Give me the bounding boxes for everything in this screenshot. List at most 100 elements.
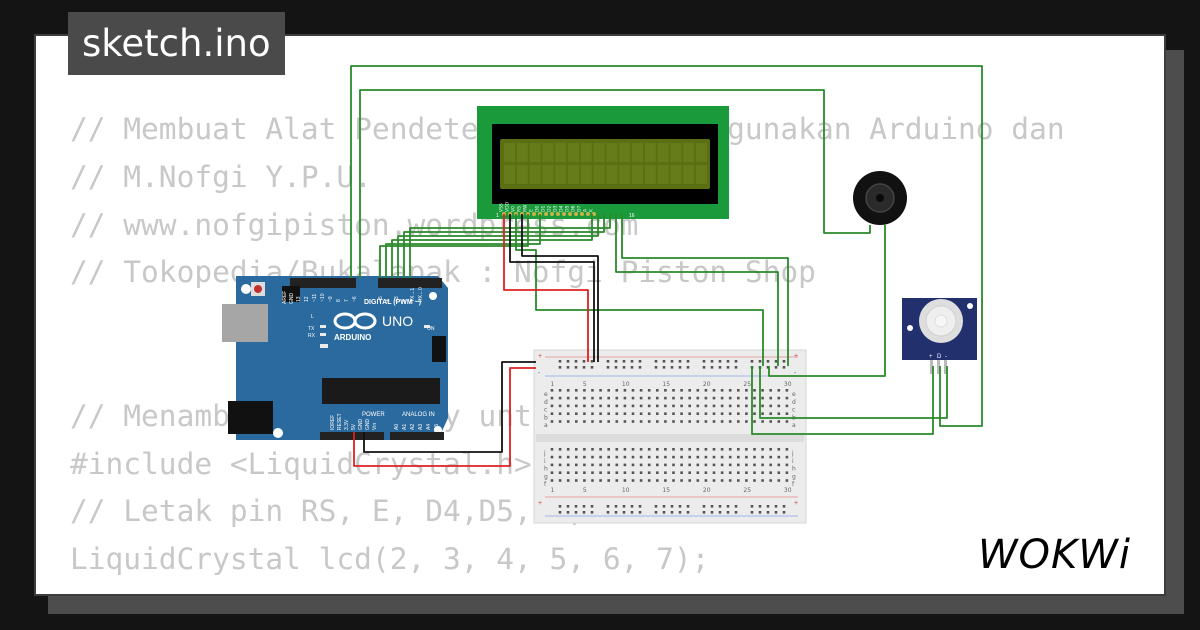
breadboard-hole[interactable] (558, 404, 562, 408)
breadboard-hole[interactable] (777, 389, 781, 392)
breadboard-hole[interactable] (615, 448, 619, 451)
rail-hole[interactable] (614, 360, 618, 363)
breadboard-hole[interactable] (566, 389, 570, 392)
breadboard-hole[interactable] (583, 389, 586, 392)
rail-hole[interactable] (606, 511, 610, 514)
rail-hole[interactable] (590, 505, 594, 508)
breadboard-hole[interactable] (607, 404, 610, 408)
breadboard-hole[interactable] (672, 448, 675, 451)
breadboard-hole[interactable] (656, 389, 659, 392)
rail-hole[interactable] (718, 505, 722, 508)
reset-button[interactable] (254, 285, 262, 293)
breadboard-hole[interactable] (761, 396, 764, 400)
breadboard-hole[interactable] (728, 389, 732, 392)
breadboard-hole[interactable] (599, 471, 602, 474)
breadboard-hole[interactable] (615, 479, 619, 482)
rail-hole[interactable] (566, 511, 570, 514)
rail-hole[interactable] (630, 511, 634, 514)
rail-hole[interactable] (622, 505, 626, 508)
breadboard-hole[interactable] (680, 420, 683, 423)
rail-hole[interactable] (566, 366, 570, 369)
breadboard-hole[interactable] (566, 471, 570, 474)
breadboard-hole[interactable] (615, 471, 619, 474)
breadboard-hole[interactable] (639, 471, 643, 474)
rail-hole[interactable] (566, 505, 570, 508)
rail-hole[interactable] (558, 511, 562, 514)
breadboard-hole[interactable] (720, 404, 724, 408)
breadboard-hole[interactable] (785, 389, 789, 392)
breadboard-hole[interactable] (680, 396, 683, 400)
rail-hole[interactable] (718, 511, 722, 514)
breadboard-hole[interactable] (672, 412, 675, 415)
breadboard-hole[interactable] (785, 412, 789, 415)
breadboard-hole[interactable] (631, 455, 635, 459)
rail-hole[interactable] (622, 511, 626, 514)
rail-hole[interactable] (614, 505, 618, 508)
breadboard-hole[interactable] (566, 396, 570, 400)
breadboard-hole[interactable] (639, 389, 643, 392)
wire-pir-gnd[interactable] (759, 366, 948, 419)
rail-hole[interactable] (726, 360, 730, 363)
breadboard-hole[interactable] (607, 412, 610, 415)
breadboard-hole[interactable] (785, 404, 789, 408)
rail-hole[interactable] (622, 360, 626, 363)
breadboard-hole[interactable] (607, 448, 610, 451)
rail-hole[interactable] (702, 366, 706, 369)
rail-hole[interactable] (710, 360, 714, 363)
breadboard-hole[interactable] (761, 412, 764, 415)
breadboard-hole[interactable] (599, 396, 602, 400)
breadboard-hole[interactable] (607, 479, 610, 482)
breadboard-hole[interactable] (704, 463, 708, 467)
breadboard-hole[interactable] (575, 420, 578, 423)
breadboard-hole[interactable] (623, 448, 627, 451)
buzzer[interactable] (853, 171, 907, 225)
breadboard-hole[interactable] (558, 389, 562, 392)
breadboard-hole[interactable] (688, 396, 691, 400)
breadboard-hole[interactable] (639, 448, 643, 451)
breadboard-hole[interactable] (680, 479, 683, 482)
rail-hole[interactable] (662, 505, 666, 508)
rail-hole[interactable] (590, 511, 594, 514)
rail-hole[interactable] (710, 505, 714, 508)
breadboard-hole[interactable] (583, 448, 586, 451)
breadboard-hole[interactable] (615, 396, 619, 400)
breadboard-hole[interactable] (647, 448, 651, 451)
breadboard-hole[interactable] (550, 479, 554, 482)
lcd-pin[interactable] (568, 212, 572, 216)
breadboard-hole[interactable] (639, 412, 643, 415)
rail-hole[interactable] (638, 505, 642, 508)
lcd-pin[interactable] (580, 212, 584, 216)
breadboard-hole[interactable] (639, 463, 643, 467)
breadboard-hole[interactable] (623, 463, 627, 467)
breadboard-hole[interactable] (631, 412, 635, 415)
breadboard-hole[interactable] (728, 404, 732, 408)
wire-buzzer-signal[interactable] (359, 89, 871, 278)
breadboard-hole[interactable] (769, 389, 772, 392)
breadboard-hole[interactable] (720, 463, 724, 467)
breadboard-hole[interactable] (575, 389, 578, 392)
breadboard-hole[interactable] (769, 448, 772, 451)
rail-hole[interactable] (726, 511, 730, 514)
breadboard-hole[interactable] (672, 471, 675, 474)
breadboard-hole[interactable] (656, 412, 659, 415)
breadboard-hole[interactable] (745, 412, 748, 415)
rail-hole[interactable] (678, 505, 682, 508)
breadboard-hole[interactable] (777, 420, 781, 423)
breadboard-hole[interactable] (785, 463, 789, 467)
rail-hole[interactable] (782, 360, 786, 363)
rail-hole[interactable] (758, 511, 762, 514)
breadboard-hole[interactable] (583, 463, 586, 467)
rail-hole[interactable] (670, 511, 674, 514)
breadboard-hole[interactable] (753, 412, 756, 415)
breadboard-hole[interactable] (785, 471, 789, 474)
breadboard-hole[interactable] (728, 455, 732, 459)
breadboard-hole[interactable] (558, 396, 562, 400)
breadboard-hole[interactable] (680, 455, 683, 459)
rail-hole[interactable] (766, 505, 770, 508)
breadboard-hole[interactable] (704, 412, 708, 415)
breadboard-hole[interactable] (712, 420, 716, 423)
rail-hole[interactable] (574, 366, 578, 369)
breadboard-hole[interactable] (550, 389, 554, 392)
breadboard-hole[interactable] (583, 420, 586, 423)
breadboard-hole[interactable] (769, 404, 772, 408)
